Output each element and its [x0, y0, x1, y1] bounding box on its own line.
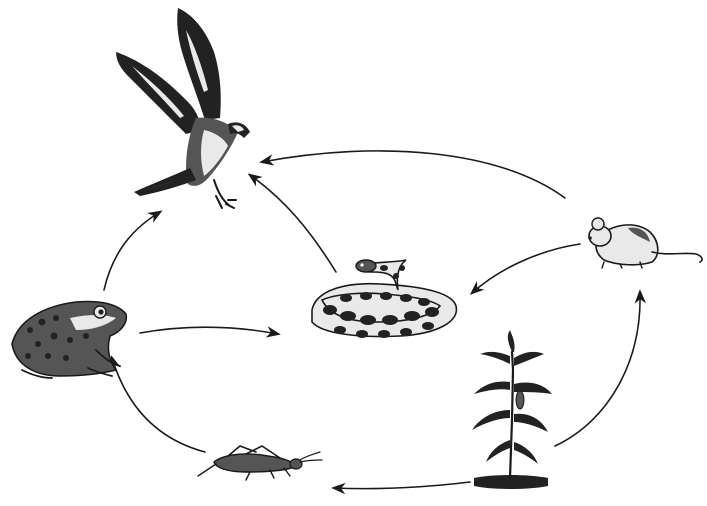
corn-plant-icon	[472, 330, 552, 489]
frog-icon	[12, 302, 126, 379]
arrow-grasshopper-to-frog	[112, 358, 205, 452]
mouse-icon	[588, 218, 702, 268]
snake-icon	[312, 260, 456, 338]
arrow-corn-to-grasshopper	[334, 482, 470, 489]
grasshopper-icon	[198, 446, 322, 480]
arrow-frog-to-snake	[140, 327, 278, 334]
arrow-snake-to-hawk	[250, 175, 336, 272]
arrow-corn-to-mouse	[555, 292, 640, 446]
hawk-icon	[116, 8, 250, 208]
arrow-mouse-to-hawk	[262, 151, 565, 198]
arrow-mouse-to-snake	[472, 244, 580, 293]
arrow-frog-to-hawk	[104, 212, 160, 290]
